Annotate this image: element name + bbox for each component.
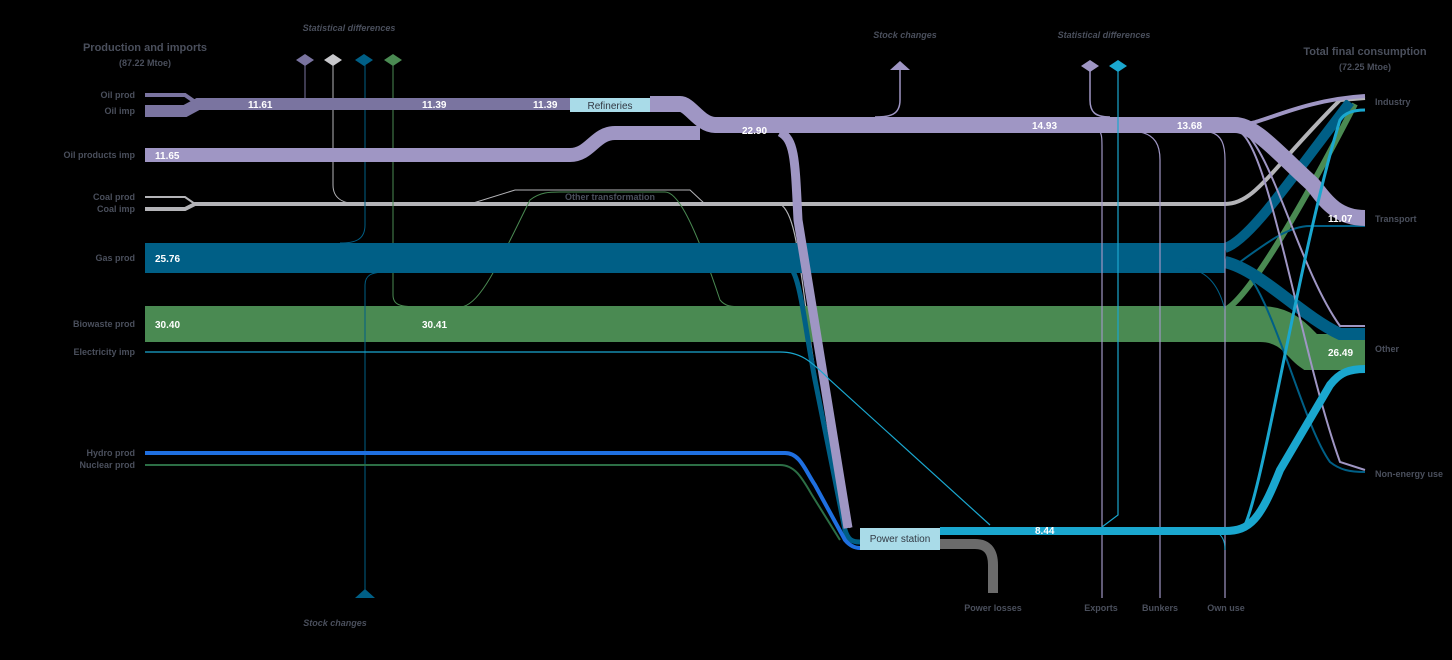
oil-to-nonenergy: [1239, 131, 1366, 471]
oil-to-industry: [1239, 94, 1366, 127]
oil-to-exports: [1099, 131, 1103, 598]
oil-to-other: [1244, 131, 1365, 327]
power-station-node: [860, 528, 940, 550]
oil-stat-diff-right-marker: [1081, 60, 1099, 72]
label-non-energy-use: Non-energy use: [1375, 469, 1443, 479]
gas-to-nonenergy: [1234, 261, 1366, 473]
source-labels: Oil prod Oil imp Oil products imp Coal p…: [63, 90, 135, 470]
electricity-output: [940, 365, 1366, 535]
gas-to-transport: [1239, 225, 1365, 263]
label-other: Other: [1375, 344, 1400, 354]
left-title: Production and imports: [83, 42, 207, 54]
value-oil-products: 11.65: [155, 151, 180, 162]
value-other: 26.49: [1328, 348, 1353, 359]
annotations-layer: Statistical differences Stock changes St…: [303, 23, 1151, 628]
label-electricity-imp: Electricity imp: [73, 347, 135, 357]
nodes-layer: Refineries Power station Other transform…: [565, 98, 940, 550]
label-biowaste-prod: Biowaste prod: [73, 319, 135, 329]
label-oil-prod: Oil prod: [101, 90, 136, 100]
oil-to-ownuse: [1209, 131, 1226, 598]
label-exports: Exports: [1084, 603, 1118, 613]
electricity-stat-diff-marker: [1109, 60, 1127, 72]
gas-to-industry: [1223, 98, 1354, 253]
gas-stock-change-bottom: [364, 271, 386, 590]
oil-stat-diff-marker: [296, 54, 314, 66]
value-oil-merged: 22.90: [742, 126, 767, 137]
refineries-label: Refineries: [587, 101, 632, 112]
label-statistical-differences-left: Statistical differences: [303, 23, 396, 33]
coal-prod-flow: [145, 196, 196, 205]
oil-imp-flow: [145, 98, 570, 117]
nuclear-flow: [145, 464, 841, 541]
coal-to-stat-diff: [332, 62, 361, 205]
value-labels: 11.61 11.39 11.39 11.65 22.90 14.93 13.6…: [155, 100, 1353, 537]
label-hydro-prod: Hydro prod: [87, 448, 136, 458]
oil-stock-change: [874, 70, 901, 118]
label-industry: Industry: [1375, 97, 1411, 107]
sink-labels: Industry Transport Other Non-energy use: [1375, 97, 1443, 479]
biowaste-stat-diff: [392, 62, 746, 308]
label-transport: Transport: [1375, 214, 1417, 224]
biowaste-stat-diff-marker: [384, 54, 402, 66]
label-power-losses: Power losses: [964, 603, 1022, 613]
gas-stat-diff-marker: [355, 54, 373, 66]
titles-layer: Production and imports (87.22 Mtoe) Tota…: [83, 42, 1427, 72]
left-subtitle: (87.22 Mtoe): [119, 58, 171, 68]
oil-stock-change-marker: [890, 61, 910, 70]
other-transformation-outline: [469, 189, 706, 205]
electricity-to-ownuse: [1214, 530, 1226, 551]
refineries-node: [570, 98, 650, 112]
label-gas-prod: Gas prod: [95, 253, 135, 263]
markers-layer: [296, 54, 1127, 598]
gas-stock-change-bottom-marker: [355, 589, 375, 598]
value-oil-in: 11.61: [248, 100, 273, 111]
biowaste-band: [145, 306, 1365, 370]
label-bunkers: Bunkers: [1142, 603, 1178, 613]
value-oil-after-stock: 14.93: [1032, 121, 1057, 132]
electricity-to-industry: [1243, 108, 1366, 526]
oil-stat-diff-right: [1089, 70, 1111, 118]
value-biowaste-in: 30.40: [155, 320, 180, 331]
gas-stock-change: [339, 62, 366, 244]
value-biowaste-mid: 30.41: [422, 320, 447, 331]
label-stock-changes-top: Stock changes: [873, 30, 937, 40]
value-oil-ref: 11.39: [533, 100, 558, 111]
value-gas: 25.76: [155, 254, 180, 265]
label-own-use: Own use: [1207, 603, 1245, 613]
right-subtitle: (72.25 Mtoe): [1339, 62, 1391, 72]
gas-to-other: [1223, 256, 1365, 340]
hydro-flow: [145, 451, 861, 550]
electricity-to-exports: [1101, 70, 1119, 528]
oil-to-bunkers: [1139, 131, 1161, 598]
value-oil-final: 13.68: [1177, 121, 1202, 132]
flows-layer: [145, 62, 1366, 598]
label-coal-imp: Coal imp: [97, 204, 136, 214]
gas-to-power: [779, 259, 861, 545]
power-station-label: Power station: [870, 534, 931, 545]
gas-to-ownuse: [1184, 267, 1226, 311]
label-coal-prod: Coal prod: [93, 192, 135, 202]
value-transport: 11.07: [1328, 214, 1353, 225]
label-stock-changes-bottom: Stock changes: [303, 618, 367, 628]
electricity-imp-flow: [145, 351, 991, 526]
value-oil-mid: 11.39: [422, 100, 447, 111]
other-transformation-label: Other transformation: [565, 192, 655, 202]
label-nuclear-prod: Nuclear prod: [79, 460, 135, 470]
coal-stat-diff-marker: [324, 54, 342, 66]
oil-to-power: [777, 128, 853, 529]
bottom-labels: Power losses Exports Bunkers Own use: [964, 603, 1245, 613]
label-statistical-differences-right: Statistical differences: [1058, 30, 1151, 40]
oil-products-band: [145, 126, 700, 162]
right-title: Total final consumption: [1303, 46, 1427, 58]
refinery-output: [650, 96, 1366, 226]
label-oil-products-imp: Oil products imp: [63, 150, 135, 160]
label-oil-imp: Oil imp: [104, 106, 135, 116]
value-electricity: 8.44: [1035, 526, 1055, 537]
power-losses-flow: [940, 539, 998, 593]
